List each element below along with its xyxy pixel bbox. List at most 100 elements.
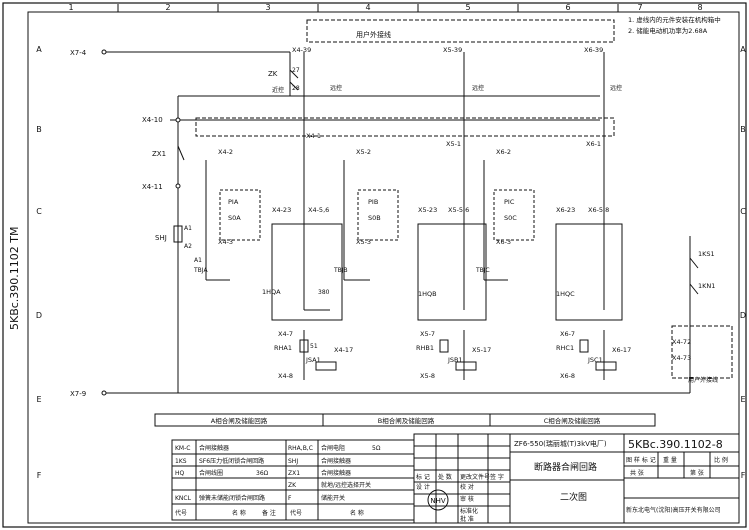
row-marker-b-right: B bbox=[740, 125, 746, 134]
user-wiring-label-top: 用户外接线 bbox=[356, 30, 391, 39]
title-sheet-type: 二次图 bbox=[560, 491, 587, 503]
title-lab-design: 设 计 bbox=[416, 483, 430, 491]
title-lab-review: 审 核 bbox=[460, 495, 474, 503]
title-col-d: 共 张 bbox=[630, 469, 644, 477]
row-marker-a: A bbox=[36, 45, 42, 54]
label-a1-phase-a: A1 bbox=[194, 257, 202, 264]
title-main: 断路器合闸回路 bbox=[534, 461, 597, 473]
label-380: 380 bbox=[318, 289, 330, 296]
power-bus bbox=[104, 51, 690, 394]
label-x6-1: X6-1 bbox=[586, 140, 601, 148]
legend-footer-4: 代号 bbox=[290, 509, 302, 517]
row-marker-f: F bbox=[37, 471, 42, 480]
label-hqb: 1HQB bbox=[418, 290, 437, 298]
label-x5-56: X5-5,6 bbox=[448, 206, 469, 214]
label-x4-8: X4-8 bbox=[278, 372, 293, 380]
section-strip bbox=[154, 413, 656, 427]
label-pia: PIA bbox=[228, 198, 239, 206]
title-lab-approve: 批 准 bbox=[460, 515, 474, 523]
zk-contact-label: 近控 bbox=[272, 86, 284, 94]
zk-switch bbox=[289, 69, 299, 91]
label-x4-10: X4-10 bbox=[142, 116, 163, 124]
title-company: 新东北电气(沈阳)高压开关有限公司 bbox=[626, 506, 721, 514]
label-pib: PIB bbox=[368, 198, 378, 206]
terminal-x4-10 bbox=[175, 117, 181, 123]
zk-pin-27: 27 bbox=[292, 67, 300, 74]
title-col-c: 比 例 bbox=[714, 456, 728, 464]
label-s0c: S0C bbox=[504, 214, 517, 222]
col-marker-1: 1 bbox=[68, 3, 73, 12]
section-label-b: B相合闸及储能回路 bbox=[378, 416, 435, 425]
legend-r3-c2: 合闸线圈 bbox=[199, 469, 223, 477]
label-jsb: JSB1 bbox=[447, 356, 463, 364]
row-marker-b: B bbox=[36, 125, 42, 134]
legend-r1-c3: RHA,B,C bbox=[288, 445, 313, 452]
zk-pin-28: 28 bbox=[292, 85, 300, 92]
label-x4-2: X4-2 bbox=[218, 148, 233, 156]
label-x5-3: X5-3 bbox=[356, 238, 371, 246]
label-x4-56: X4-5,6 bbox=[308, 206, 329, 214]
row-marker-f-right: F bbox=[741, 471, 746, 480]
title-lab-count: 处 数 bbox=[438, 473, 452, 481]
label-jsa: JSA1 bbox=[305, 356, 321, 364]
label-x5-8: X5-8 bbox=[420, 372, 435, 380]
label-x4-1: X4-1 bbox=[306, 132, 321, 140]
legend-r5-c4: F bbox=[288, 495, 292, 502]
legend-table bbox=[171, 439, 415, 521]
label-x6-7: X6-7 bbox=[560, 330, 575, 338]
legend-r3-c5: 合闸接触器 bbox=[321, 469, 351, 477]
label-s0b: S0B bbox=[368, 214, 381, 222]
label-x4-23: X4-23 bbox=[272, 206, 291, 214]
legend-r4-c5: 就地/远控选择开关 bbox=[321, 481, 371, 489]
label-shj-a1: A1 bbox=[184, 225, 192, 232]
label-x7-4: X7-4 bbox=[70, 49, 87, 57]
legend-r1-c5: 5Ω bbox=[372, 445, 381, 452]
legend-footer-1: 代号 bbox=[175, 509, 187, 517]
user-wiring-label-right: 用户外接线 bbox=[688, 376, 718, 384]
legend-r5-c1: KNCL bbox=[175, 495, 192, 502]
legend-r2-c4: 合闸接触器 bbox=[321, 457, 351, 465]
label-x7-9: X7-9 bbox=[70, 390, 86, 398]
label-x4-73: X4-73 bbox=[672, 354, 691, 362]
contact-local-c: 远控 bbox=[610, 84, 622, 92]
legend-r1-c2: 合闸接触器 bbox=[199, 444, 229, 452]
label-x6-8: X6-8 bbox=[560, 372, 575, 380]
note-line-1: 1. 虚线内的元件安装在机构箱中 bbox=[628, 15, 721, 24]
title-lab-mark: 标 记 bbox=[416, 473, 430, 481]
label-tbjb: TBJB bbox=[333, 267, 348, 274]
col-marker-2: 2 bbox=[165, 3, 170, 12]
row-marker-c-right: C bbox=[740, 207, 746, 216]
row-marker-d-right: D bbox=[740, 311, 746, 320]
contact-local-b: 远控 bbox=[472, 84, 484, 92]
label-x5-7: X5-7 bbox=[420, 330, 435, 338]
legend-r2-c3: SHJ bbox=[288, 458, 298, 465]
legend-r3-c1: HQ bbox=[175, 470, 185, 477]
shj-relay bbox=[173, 225, 183, 243]
legend-r5-c5: 储能开关 bbox=[321, 494, 345, 502]
phase-b-circuit bbox=[343, 52, 487, 380]
label-x5-23: X5-23 bbox=[418, 206, 437, 214]
label-zx1: ZX1 bbox=[152, 150, 166, 158]
label-1ks1: 1KS1 bbox=[698, 250, 715, 258]
title-col-a: 图 样 标 记 bbox=[626, 456, 656, 464]
label-shj: SHJ bbox=[155, 234, 167, 242]
col-marker-6: 6 bbox=[565, 3, 570, 12]
label-x4-3: X4-3 bbox=[218, 238, 233, 246]
label-x6-3: X6-3 bbox=[496, 238, 511, 246]
phase-a-circuit bbox=[205, 52, 343, 380]
terminal-x7-9 bbox=[101, 390, 107, 396]
note-line-2: 2. 储能电动机功率为2.68A bbox=[628, 26, 708, 35]
col-marker-7: 7 bbox=[637, 3, 642, 12]
label-x4-17: X4-17 bbox=[334, 346, 353, 354]
user-wiring-box-top bbox=[306, 19, 615, 43]
zk-label: ZK bbox=[268, 70, 278, 78]
row-marker-e: E bbox=[36, 395, 41, 404]
label-hqa: 1HQA bbox=[262, 288, 281, 296]
title-lab-sign: 签 字 bbox=[490, 473, 504, 481]
side-drawing-number: 5KBc.390.1102 TM bbox=[8, 227, 21, 331]
label-x6-2: X6-2 bbox=[496, 148, 511, 156]
label-tbjc: TBJC bbox=[475, 267, 490, 274]
row-marker-c: C bbox=[36, 207, 42, 216]
